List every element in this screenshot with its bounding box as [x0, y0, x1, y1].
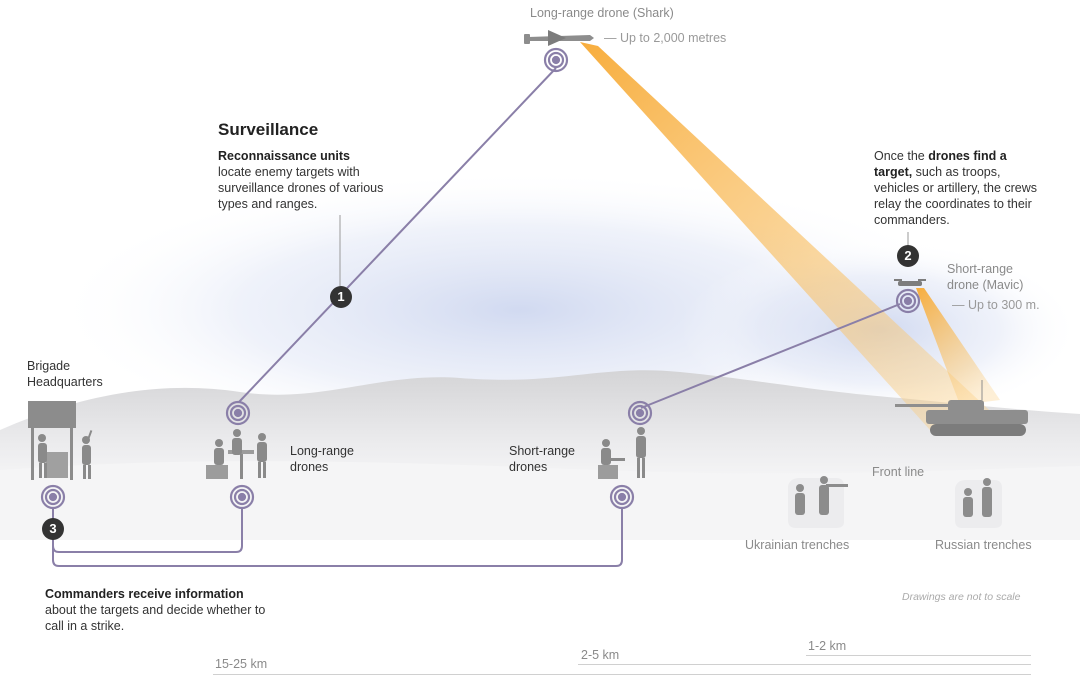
surveillance-bold: Reconnaissance units: [218, 149, 350, 163]
shark-drone-icon: [524, 30, 594, 46]
signal-icon-shark: [543, 47, 569, 73]
step-3-badge: 3: [42, 518, 64, 540]
signal-icon-sr-top: [627, 400, 653, 426]
short-range-drone-label: Short-range drone (Mavic): [947, 262, 1024, 292]
short-range-beam: [916, 288, 1000, 405]
tank-icon: [895, 380, 1028, 436]
step2-rest: such as troops, vehicles or artillery, t…: [874, 165, 1038, 227]
commanders-rest: about the targets and decide whether to …: [45, 603, 266, 633]
long-range-drone-label: Long-range drone (Shark): [530, 6, 674, 20]
surveillance-title: Surveillance: [218, 120, 319, 139]
distance-near-line: [806, 655, 1031, 656]
ukrainian-trenches-label: Ukrainian trenches: [745, 538, 850, 552]
mavic-drone-icon: [894, 279, 926, 286]
signal-icon-lr-bottom: [229, 484, 255, 510]
long-range-team-label: Long-range drones: [290, 444, 354, 474]
distance-far-label: 15-25 km: [215, 657, 268, 671]
step2-text: Once the drones find a target, such as t…: [874, 148, 1046, 228]
commanders-text: Commanders receive information about the…: [45, 586, 275, 634]
russian-trenches-label: Russian trenches: [935, 538, 1032, 552]
link-hq-to-sr: [52, 508, 623, 567]
short-range-team-label: Short-range drones: [509, 444, 576, 474]
hq-soldiers-icon: [38, 430, 93, 479]
long-range-team-icon: [206, 429, 267, 479]
distance-mid-label: 2-5 km: [581, 648, 620, 662]
step-1-badge: 1: [330, 286, 352, 308]
signal-icon-sr-bottom: [609, 484, 635, 510]
long-range-altitude: — Up to 2,000 metres: [604, 31, 727, 45]
ukrainian-trench-icon: [788, 476, 848, 528]
distance-near-label: 1-2 km: [808, 639, 847, 653]
russian-trench-icon: [955, 478, 1002, 528]
surveillance-rest: locate enemy targets with surveillance d…: [218, 165, 384, 211]
short-range-team-icon: [598, 427, 646, 479]
signal-icon-lr-top: [225, 400, 251, 426]
hq-building-icon: [28, 401, 76, 480]
distance-far-line: [213, 674, 1031, 675]
front-line-label: Front line: [872, 465, 925, 479]
step2-bold: drones find a target,: [874, 149, 1007, 179]
long-range-beam: [580, 42, 1000, 430]
brigade-label: Brigade Headquarters: [27, 359, 103, 389]
signal-icon-mavic: [895, 288, 921, 314]
link-lr-team-to-shark: [238, 67, 557, 403]
step2-prefix: Once the: [874, 149, 929, 163]
distance-mid-line: [578, 664, 1031, 665]
step-2-badge: 2: [897, 245, 919, 267]
commanders-bold: Commanders receive information: [45, 587, 244, 601]
short-range-altitude: — Up to 300 m.: [952, 298, 1040, 312]
scale-note: Drawings are not to scale: [902, 591, 1021, 603]
signal-icon-hq: [40, 484, 66, 510]
surveillance-text: Reconnaissance units locate enemy target…: [218, 148, 388, 212]
link-sr-team-to-mavic: [640, 303, 901, 409]
